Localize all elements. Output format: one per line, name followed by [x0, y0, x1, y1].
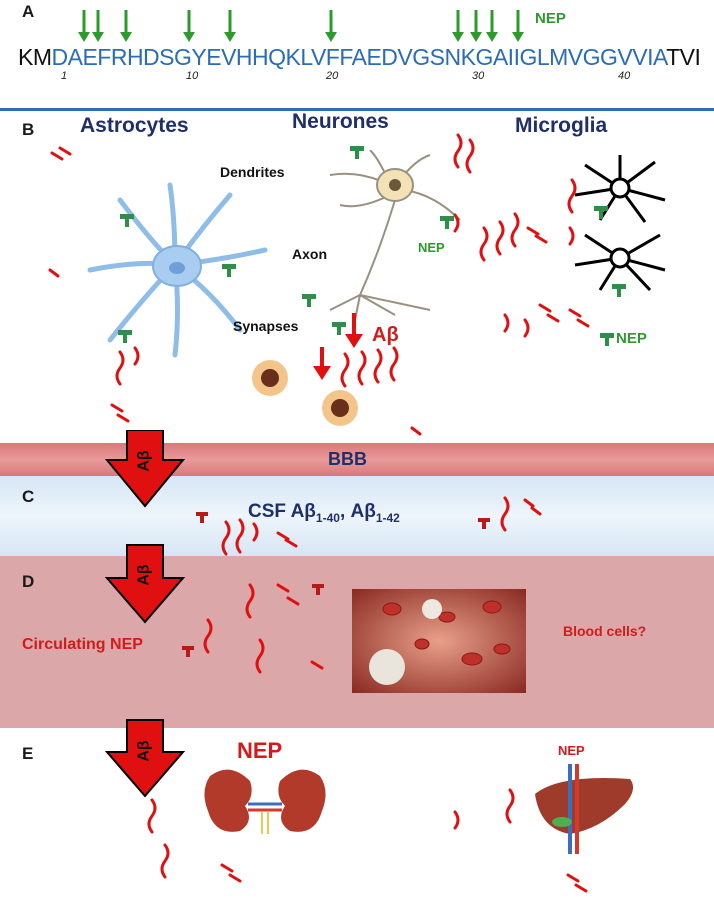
position-10: 10 [186, 70, 199, 82]
nep-receptor [600, 333, 614, 346]
blood-vessel-image [352, 589, 526, 693]
panel-c-letter: C [22, 487, 35, 506]
cleavage-arrow [452, 10, 464, 42]
blood-cells-label: Blood cells? [563, 623, 647, 639]
csf-sub-140: 1-40 [315, 510, 340, 525]
section-divider [0, 108, 714, 111]
position-20: 20 [326, 70, 339, 82]
arrow-e [105, 719, 186, 798]
csf-label: CSF Aβ1-40, Aβ1-42 [248, 501, 400, 525]
nep-label-a: NEP [535, 10, 566, 27]
arrow-c [105, 430, 186, 508]
cleavage-arrow [512, 10, 524, 42]
panel-b-letter: B [22, 120, 35, 139]
bbb-label: BBB [328, 449, 367, 469]
panel-d-letter: D [22, 572, 35, 591]
arrow-d [105, 544, 186, 624]
nep-receptor [612, 284, 626, 297]
astrocytes-title: Astrocytes [80, 114, 189, 137]
nep-receptor [350, 146, 364, 159]
amyloid-beta-sequence: KMDAEFRHDSGYEVHHQKLVFFAEDVGSNKGAIIGLMVGG… [18, 44, 701, 71]
cleavage-arrow [120, 10, 132, 42]
synapses-label: Synapses [233, 318, 299, 334]
nep-microglia-label: NEP [616, 330, 647, 347]
transport-arrows [105, 430, 186, 798]
nep-receptor [222, 264, 236, 277]
panel-a-letter: A [22, 2, 35, 21]
nep-receptor [594, 206, 608, 219]
axon-label: Axon [292, 246, 327, 262]
liver-illustration [535, 764, 634, 854]
abeta-label-b: Aβ [372, 324, 399, 346]
neuron-illustration [329, 150, 461, 321]
cleavage-arrow [92, 10, 104, 42]
nep-receptors-green [118, 146, 626, 380]
nep-cleavage-arrows [78, 10, 524, 42]
nep-receptor [118, 330, 132, 343]
astrocyte-illustration [87, 182, 268, 358]
csf-text: CSF Aβ [248, 501, 316, 522]
kidneys-illustration [204, 769, 326, 834]
nep-receptor [440, 216, 454, 229]
kidney-nep-label: NEP [237, 738, 283, 763]
amyloid-plaques [252, 360, 358, 426]
microglia-title: Microglia [515, 114, 608, 137]
csf-sep: , Aβ [339, 501, 376, 522]
cleavage-arrow [183, 10, 195, 42]
position-40: 40 [618, 70, 631, 82]
cleavage-arrow [78, 10, 90, 42]
csf-band [0, 476, 714, 556]
sequence-core: DAEFRHDSGYEVHHQKLVFFAEDVGSNKGAIIGLMVGGVV… [51, 44, 667, 70]
sequence-suffix: TVI [666, 44, 701, 70]
circulating-nep-label: Circulating NEP [22, 636, 143, 653]
cleavage-arrow [486, 10, 498, 42]
panel-e-letter: E [22, 744, 34, 763]
nep-receptor [120, 214, 134, 227]
nep-receptor [332, 322, 346, 335]
neurones-title: Neurones [292, 110, 389, 133]
position-30: 30 [472, 70, 485, 82]
nep-neuron-label: NEP [418, 240, 445, 255]
csf-sub-142: 1-42 [375, 510, 400, 525]
dendrites-label: Dendrites [220, 164, 285, 180]
liver-nep-label: NEP [558, 743, 585, 758]
nep-receptor [302, 294, 316, 307]
cleavage-arrow [224, 10, 236, 42]
microglia-illustration [574, 155, 666, 292]
position-1: 1 [61, 70, 68, 82]
cleavage-arrow [325, 10, 337, 42]
cleavage-arrow [470, 10, 482, 42]
sequence-prefix: KM [18, 44, 52, 70]
